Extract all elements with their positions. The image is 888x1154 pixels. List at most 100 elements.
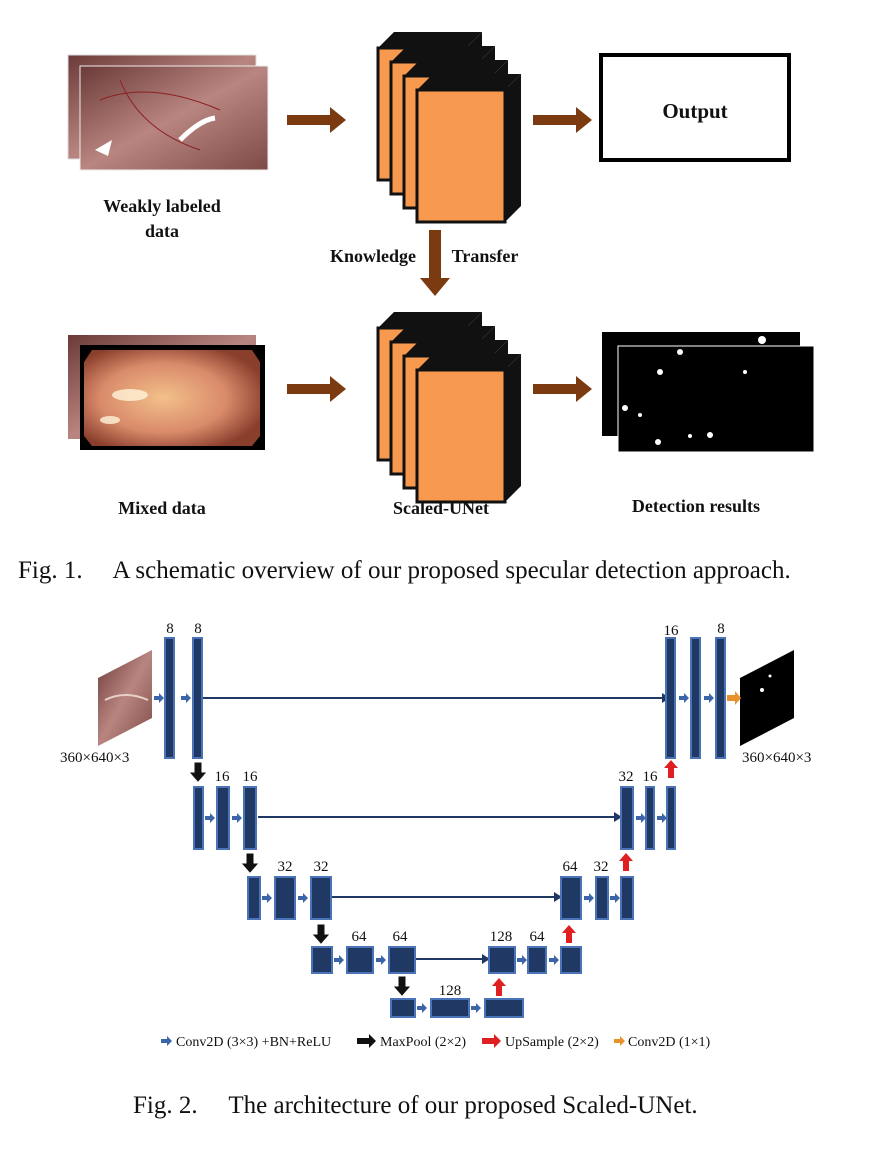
weakly-labeled-label-1: Weakly labeled [103, 196, 221, 216]
bottleneck-block-in [390, 998, 416, 1018]
enc1-block-a [164, 637, 175, 759]
bottom-block-top-0 [378, 312, 482, 328]
ch-enc2-a: 16 [215, 769, 231, 785]
conv-arrow-3 [704, 693, 714, 703]
conv-arrow-2 [679, 693, 689, 703]
ch-dec2-conv: 16 [643, 769, 659, 785]
dec1-block-up [665, 637, 676, 759]
mixed-data-label: Mixed data [118, 498, 206, 518]
dec3-block-b [620, 876, 634, 920]
conv-arrow-8 [262, 893, 272, 903]
legend-conv1x1-icon [614, 1036, 625, 1046]
dec4-block-a [527, 946, 547, 974]
ch-dec2-up: 32 [619, 769, 634, 785]
legend: Conv2D (3×3) +BN+ReLU MaxPool (2×2) UpSa… [161, 1034, 711, 1050]
enc1-block-b [192, 637, 203, 759]
arrow-weak-to-network [287, 107, 346, 133]
ch-dec1-up: 16 [664, 623, 680, 639]
conv-arrow-7 [657, 813, 667, 823]
knowledge-label: Knowledge [330, 246, 416, 266]
conv-arrow-12 [334, 955, 344, 965]
ch-bottleneck: 128 [439, 983, 462, 999]
mixed-data-image-stack [68, 335, 265, 450]
ch-dec4-up: 128 [490, 929, 513, 945]
bottom-block-face-3 [415, 368, 507, 504]
conv-arrow-10 [584, 893, 594, 903]
top-block-face-3 [415, 88, 507, 224]
conv-arrow-13 [376, 955, 386, 965]
bottleneck-block-out [484, 998, 524, 1018]
maxpool-arrow-1 [241, 853, 259, 873]
scaled-unet-label: Scaled-UNet [393, 498, 489, 518]
ch-enc2-b: 16 [243, 769, 259, 785]
dec2-block-a [645, 786, 655, 850]
conv-arrow-16 [417, 1003, 427, 1013]
input-dimension-label: 360×640×3 [60, 750, 129, 766]
enc2-block-b [243, 786, 257, 850]
dec1-block-a [690, 637, 701, 759]
ch-dec4-conv: 64 [530, 929, 546, 945]
legend-conv-label: Conv2D (3×3) +BN+ReLU [176, 1035, 331, 1050]
ch-dec1-conv: 8 [717, 621, 725, 637]
fig2-caption: Fig. 2. The architecture of our proposed… [133, 1092, 698, 1119]
output-label: Output [662, 99, 727, 123]
upsample-arrow-3 [492, 978, 506, 996]
conv-arrow-5 [232, 813, 242, 823]
maxpool-arrow-0 [189, 762, 207, 782]
ch-enc1-a: 8 [166, 621, 174, 637]
bottom-block-side-3 [505, 354, 521, 502]
input-image [98, 650, 152, 746]
top-block-side-3 [505, 74, 521, 222]
dec2-block-b [666, 786, 676, 850]
channel-labels: 8 8 16 8 16 16 32 16 32 32 64 32 64 64 1… [166, 621, 725, 999]
network-block-stack-bottom [376, 312, 521, 504]
unet-blocks [164, 637, 726, 1018]
legend-conv1x1-label: Conv2D (1×1) [628, 1035, 711, 1050]
enc3-block-b [310, 876, 332, 920]
maxpool-arrows [189, 762, 411, 996]
legend-upsample-icon [482, 1034, 501, 1048]
conv-arrow-0 [154, 693, 164, 703]
ch-enc3-b: 32 [314, 859, 329, 875]
bottom-block-top-3 [417, 354, 521, 370]
dec1-block-b [715, 637, 726, 759]
fig1: Weakly labeled data Output Knowledge Tra… [18, 32, 815, 584]
upsample-arrows [492, 760, 678, 996]
maxpool-arrow-2 [312, 924, 330, 944]
network-block-stack-top [376, 32, 521, 224]
output-box [599, 53, 791, 162]
conv-arrow-6 [636, 813, 646, 823]
legend-conv-icon [161, 1036, 172, 1046]
maxpool-arrow-3 [393, 976, 411, 996]
conv-arrows [154, 693, 714, 1013]
enc4-block-a [346, 946, 374, 974]
enc2-block-a [216, 786, 230, 850]
dec3-block-up [560, 876, 582, 920]
conv-arrow-1 [181, 693, 191, 703]
enc4-block-in [311, 946, 333, 974]
enc3-block-a [274, 876, 296, 920]
conv-arrow-17 [471, 1003, 481, 1013]
top-block-top-2 [404, 60, 508, 76]
detection-result-stack [602, 332, 815, 453]
arrow-network-to-output [533, 107, 592, 133]
conv-arrow-11 [610, 893, 620, 903]
enc2-block-in [193, 786, 204, 850]
weakly-labeled-image-stack [67, 54, 269, 171]
top-block-top-1 [391, 46, 495, 62]
dec4-block-b [560, 946, 582, 974]
ch-enc1-b: 8 [194, 621, 202, 637]
legend-maxpool-icon [357, 1034, 376, 1048]
arrow-mixed-to-network [287, 376, 346, 402]
enc4-block-b [388, 946, 416, 974]
output-mask-image [740, 650, 794, 746]
upsample-arrow-2 [562, 925, 576, 943]
conv-arrow-14 [517, 955, 527, 965]
ch-enc3-a: 32 [278, 859, 293, 875]
dec2-block-up [620, 786, 634, 850]
conv-arrow-15 [549, 955, 559, 965]
knowledge-transfer-arrow [420, 230, 450, 296]
ch-enc4-a: 64 [352, 929, 368, 945]
top-block-top-3 [417, 74, 521, 90]
